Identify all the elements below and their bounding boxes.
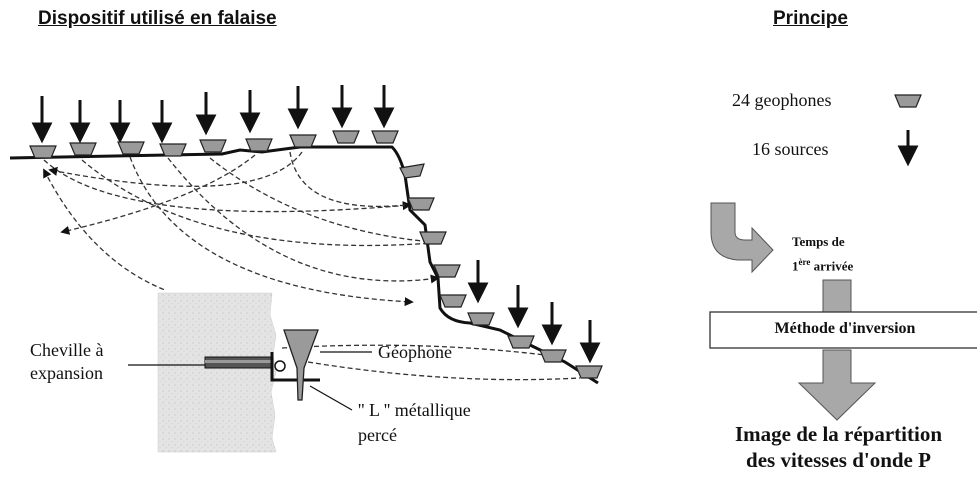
geophone-icon xyxy=(399,163,425,179)
flow-shaft xyxy=(822,279,852,313)
geophone-icon xyxy=(199,139,227,153)
down-arrow-icon xyxy=(797,349,877,421)
geophone-icon xyxy=(159,143,187,157)
geophone-label: Géophone xyxy=(378,342,452,362)
source-arrow xyxy=(31,96,53,144)
result-line2: des vitesses d'onde P xyxy=(746,448,931,472)
first-arrival-line1: Temps de xyxy=(792,234,845,249)
legend-geophones-text: 24 geophones xyxy=(732,90,832,110)
curved-arrow-icon xyxy=(710,202,774,274)
anchor-label-line1: Cheville à xyxy=(30,340,104,360)
geophone-icon xyxy=(332,130,360,144)
anchor-detail xyxy=(128,329,372,411)
source-arrow xyxy=(69,100,91,144)
geophone-icon xyxy=(575,365,603,379)
source-arrow xyxy=(373,85,395,129)
method-box-label: Méthode d'inversion xyxy=(774,320,916,337)
source-arrow xyxy=(151,100,173,144)
geophone-icon xyxy=(467,312,495,326)
geophone-icon xyxy=(407,197,435,211)
inset-geophone xyxy=(283,329,319,401)
method-box xyxy=(709,311,977,349)
bracket-label-line1: '' L '' métallique xyxy=(358,400,471,420)
geophone-icon xyxy=(29,145,57,159)
source-arrow xyxy=(331,85,353,129)
legend-source-arrow-icon xyxy=(897,130,919,167)
source-arrow xyxy=(467,260,489,304)
left-panel-title: Dispositif utilisé en falaise xyxy=(38,8,277,29)
source-arrows xyxy=(31,85,601,364)
geophones xyxy=(29,130,603,379)
source-arrow xyxy=(579,320,601,364)
source-arrow xyxy=(541,302,563,346)
legend-geophone-icon xyxy=(894,94,922,108)
source-arrow xyxy=(239,90,261,134)
geophone-icon xyxy=(371,130,399,144)
result-line1: Image de la répartition xyxy=(734,422,943,446)
geophone-icon xyxy=(117,141,145,155)
rock-inset xyxy=(157,292,277,453)
geophone-icon xyxy=(433,264,461,278)
source-arrow xyxy=(195,92,217,136)
geophone-icon xyxy=(419,231,447,245)
l-bracket xyxy=(270,352,320,382)
source-arrow xyxy=(287,86,309,130)
bracket-label-line2: percé xyxy=(358,425,397,445)
legend-sources-text: 16 sources xyxy=(752,139,829,159)
geophone-icon xyxy=(245,138,273,152)
geophone-icon xyxy=(289,134,317,148)
source-arrow xyxy=(507,285,529,329)
geophone-icon xyxy=(507,335,535,349)
geophone-icon xyxy=(439,294,467,308)
anchor-label-line2: expansion xyxy=(30,363,103,383)
first-arrival-line2: 1ère arrivée xyxy=(792,257,854,274)
cliff-profile xyxy=(9,145,599,385)
source-arrow xyxy=(109,100,131,144)
ray-paths xyxy=(43,151,581,381)
geophone-icon xyxy=(539,349,567,363)
right-panel-title: Principe xyxy=(773,8,848,29)
geophone-icon xyxy=(69,142,97,156)
